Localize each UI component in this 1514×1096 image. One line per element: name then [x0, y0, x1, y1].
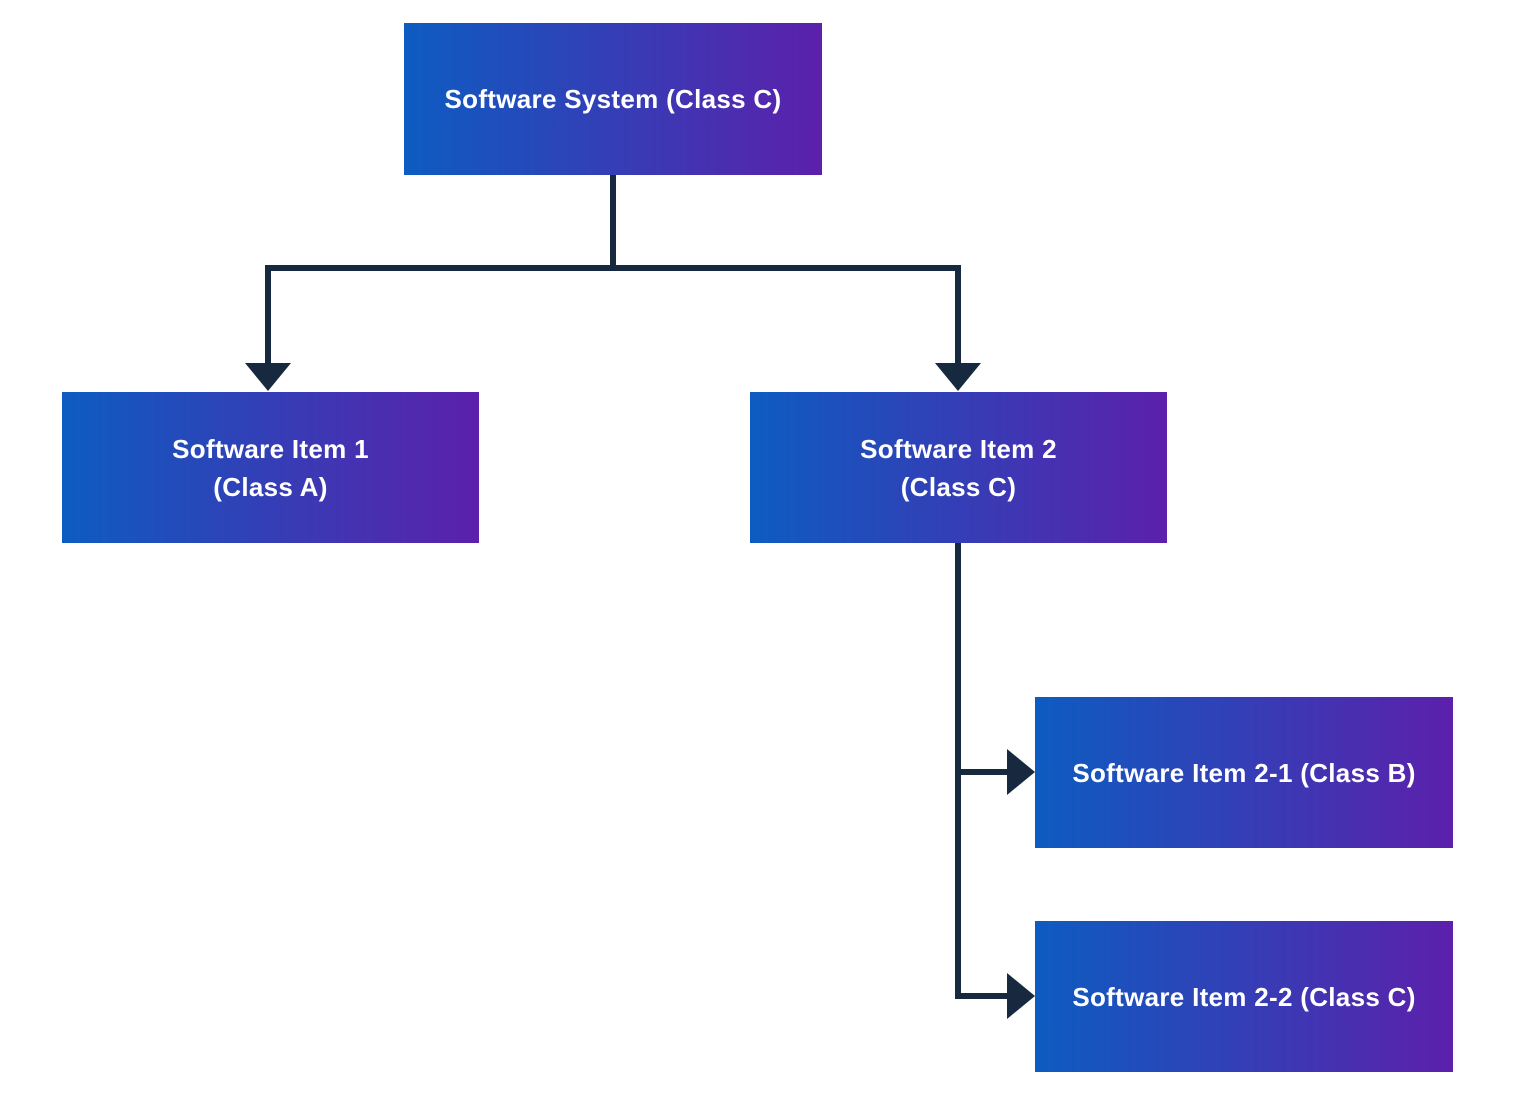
node-software-item-2-2: Software Item 2-2 (Class C) [1035, 921, 1453, 1072]
node-software-system: Software System (Class C) [404, 23, 822, 175]
node-software-item-1-label-line2: (Class A) [213, 471, 328, 502]
node-software-item-2-label-line2: (Class C) [900, 471, 1017, 502]
connector-system-stem [610, 175, 616, 271]
node-software-item-1: Software Item 1 (Class A) [62, 392, 479, 543]
connector-system-crossbar [265, 265, 961, 271]
connector-drop-item2 [955, 265, 961, 364]
arrowhead-down-item1-icon [245, 363, 291, 391]
arrowhead-right-item21-icon [1007, 749, 1035, 795]
connector-branch-item21 [958, 769, 1008, 775]
node-software-item-2-1: Software Item 2-1 (Class B) [1035, 697, 1453, 848]
connector-branch-item22 [958, 993, 1008, 999]
node-software-item-2-2-label: Software Item 2-2 (Class C) [1072, 981, 1416, 1012]
arrowhead-down-item2-icon [935, 363, 981, 391]
node-software-item-2-1-label: Software Item 2-1 (Class B) [1072, 757, 1416, 788]
connector-drop-item1 [265, 265, 271, 364]
node-software-item-2: Software Item 2 (Class C) [750, 392, 1167, 543]
node-software-item-2-label-line1: Software Item 2 [860, 433, 1057, 464]
arrowhead-right-item22-icon [1007, 973, 1035, 1019]
node-software-system-label: Software System (Class C) [444, 84, 782, 114]
node-software-item-1-label-line1: Software Item 1 [172, 433, 369, 464]
